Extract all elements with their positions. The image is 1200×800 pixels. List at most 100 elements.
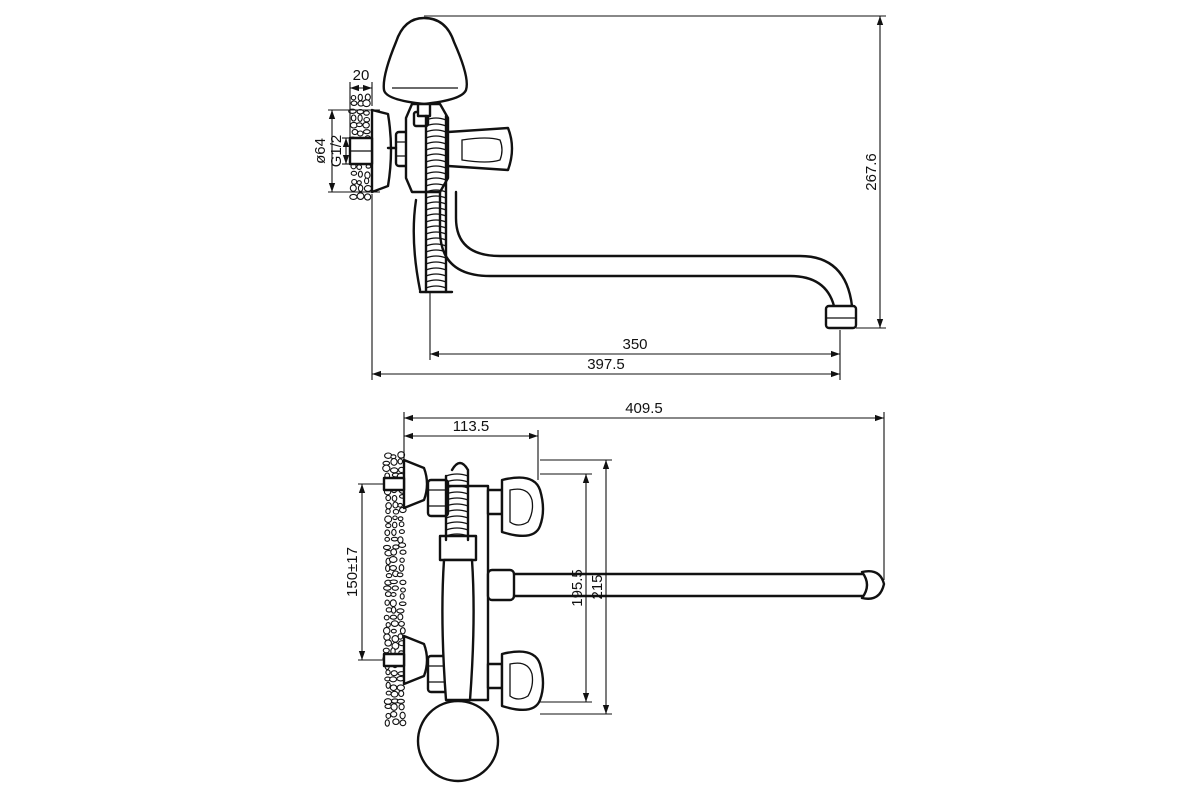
dimensions-front: 409.5 113.5 150±17 195.5 215 <box>344 400 885 715</box>
wall-stone <box>397 536 404 544</box>
wall-stone <box>363 177 370 185</box>
hose-coil <box>425 279 447 283</box>
wall-stone <box>349 184 357 192</box>
upper-flange-front <box>382 458 450 518</box>
hose-coil <box>425 189 447 193</box>
wall-stone <box>382 544 392 551</box>
dimensions-side: 20 ø64 G1/2 267.6 350 397.5 <box>312 15 886 380</box>
hose-coil <box>445 503 469 507</box>
wall-stone <box>384 599 390 606</box>
hose-coil <box>445 533 469 537</box>
shower-hose-side <box>412 114 454 294</box>
wall-stone <box>364 171 371 180</box>
wall-stone <box>350 114 357 122</box>
wall-stone <box>363 116 371 123</box>
wall-stone <box>398 690 405 698</box>
wall-stone <box>383 633 391 641</box>
wall-stone <box>392 718 400 726</box>
wall-stone <box>362 99 371 108</box>
front-view: 409.5 113.5 150±17 195.5 215 <box>344 400 886 783</box>
wall-stone <box>397 613 404 621</box>
shower-hose-front <box>444 461 470 542</box>
wall-stone <box>385 494 392 502</box>
wall-stone <box>391 585 399 591</box>
hose-coil <box>425 255 447 259</box>
wall-stone <box>384 529 391 537</box>
hose-coil <box>425 273 447 277</box>
wall-stone <box>384 536 391 542</box>
hose-coil <box>445 515 469 519</box>
wall-stone <box>390 536 399 542</box>
dim-center-distance: 150±17 <box>344 547 361 597</box>
wall-stone <box>390 628 397 634</box>
wall-stone <box>399 593 405 600</box>
wall-stone <box>362 129 371 135</box>
wall-stone <box>396 572 404 578</box>
wall-stone <box>399 557 405 563</box>
wall-stone <box>351 178 358 185</box>
wall-stone <box>398 521 405 528</box>
wall-stone <box>384 639 393 647</box>
wall-stone <box>385 712 392 719</box>
wall-stone <box>383 614 390 621</box>
wall-stone <box>385 622 391 628</box>
wall-stone <box>392 501 399 509</box>
wall-stone <box>399 579 407 586</box>
hose-coil <box>425 225 447 229</box>
wall-stone <box>349 193 358 200</box>
hose-coil <box>445 491 469 495</box>
dim-total-reach: 397.5 <box>587 356 625 373</box>
wall-stone <box>384 703 392 710</box>
hose-coil <box>425 141 447 145</box>
wall-stone <box>356 164 363 170</box>
wall-stone <box>398 601 407 607</box>
wall-stone <box>384 515 393 524</box>
hose-coil <box>425 183 447 187</box>
wall-stone <box>389 565 398 571</box>
wall-stone <box>398 564 405 572</box>
hose-coil <box>425 243 447 247</box>
wall-stone <box>357 170 363 178</box>
hose-coil <box>445 521 469 525</box>
wall-stone <box>350 170 358 176</box>
wall-stone <box>385 669 391 676</box>
wall-stone <box>385 508 391 515</box>
upper-handle-front <box>486 476 545 538</box>
hose-coil <box>425 129 447 133</box>
wall-stone <box>385 502 392 510</box>
wall-stone <box>400 587 406 593</box>
hose-coil <box>445 497 469 501</box>
wall-stone <box>357 184 364 193</box>
wall-stone <box>363 185 373 192</box>
wall-stone <box>392 515 398 521</box>
wall-stone <box>382 460 391 466</box>
wall-stone <box>399 549 407 555</box>
spout-side <box>438 190 858 330</box>
wall-stone <box>398 529 405 535</box>
wall-stone <box>390 606 397 614</box>
wall-stone <box>391 528 397 536</box>
wall-stone <box>390 548 398 556</box>
hose-coil <box>425 237 447 241</box>
hose-coil <box>425 207 447 211</box>
hose-coil <box>425 171 447 175</box>
wall-stone <box>398 620 405 627</box>
wall-stone <box>390 670 398 677</box>
wall-stone <box>390 457 398 466</box>
hose-coil <box>425 117 447 121</box>
dim-body-depth: 113.5 <box>453 418 489 435</box>
wall-stone <box>385 690 392 696</box>
wall-stone <box>362 121 370 129</box>
wall-stone <box>384 719 390 727</box>
hose-coil <box>425 153 447 157</box>
wall-stone <box>397 458 404 465</box>
wall-stone <box>390 711 398 718</box>
wall-stone <box>350 100 358 106</box>
dim-total-height: 215 <box>589 574 606 599</box>
wall-stone <box>398 542 407 548</box>
handle-side <box>446 126 514 172</box>
wall-stone <box>351 128 359 136</box>
dim-thread: G1/2 <box>328 135 345 168</box>
hose-coil <box>425 147 447 151</box>
